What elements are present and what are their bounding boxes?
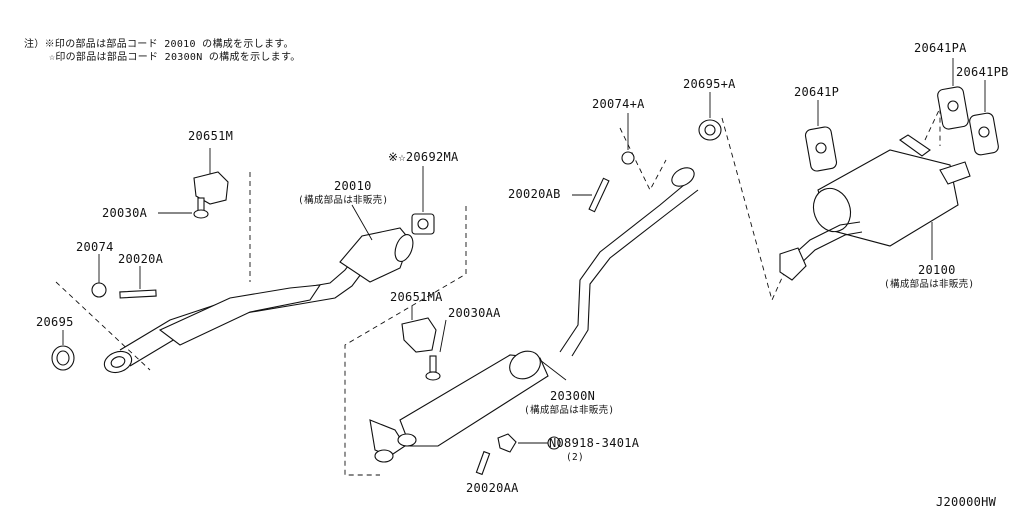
label-20300N-note: (構成部品は非販売): [524, 404, 614, 416]
stud-20020AA: [475, 450, 491, 476]
note-line-1: 注）※印の部品は部品コード 20010 の構成を示します。: [24, 37, 294, 50]
nut-20074A: [621, 113, 635, 165]
bolt-20030AA: [425, 319, 447, 381]
label-20010-note: (構成部品は非販売): [298, 194, 388, 206]
dashed-guide-20695A: [721, 117, 791, 302]
label-20641PA[interactable]: 20641PA: [914, 41, 967, 55]
gasket-20692MA: [411, 166, 435, 235]
stud-20020A: [119, 266, 157, 299]
nut-08918-3401A: [497, 433, 561, 453]
label-20692MA[interactable]: ※☆20692MA: [388, 150, 459, 164]
dashed-guide-20641PA: [924, 107, 941, 146]
main-muffler-assembly: [779, 134, 971, 281]
hanger-20641PB: [969, 80, 999, 156]
label-08918-qty: (2): [566, 452, 584, 463]
label-20100-note: (構成部品は非販売): [884, 278, 974, 290]
label-20020A[interactable]: 20020A: [118, 252, 164, 266]
label-20695[interactable]: 20695: [36, 315, 74, 329]
label-20641PB[interactable]: 20641PB: [956, 65, 1009, 79]
label-20100[interactable]: 20100: [918, 263, 956, 277]
label-20300N[interactable]: 20300N: [550, 389, 595, 403]
note-line-2: ☆印の部品は部品コード 20300N の構成を示します。: [49, 50, 301, 63]
center-muffler-assembly: [369, 167, 699, 463]
label-20651MA[interactable]: 20651MA: [390, 290, 443, 304]
label-08918-3401A[interactable]: N08918-3401A: [549, 436, 640, 450]
label-20030A[interactable]: 20030A: [102, 206, 148, 220]
front-exhaust-tube-with-catalyst: [103, 227, 414, 374]
label-20030AA[interactable]: 20030AA: [448, 306, 501, 320]
label-20074A[interactable]: 20074+A: [592, 97, 645, 111]
gasket-20695: [51, 330, 75, 371]
leader-20300N: [539, 359, 567, 381]
label-20695A[interactable]: 20695+A: [683, 77, 736, 91]
assembly-dashed-outline: [55, 172, 467, 476]
label-20651M[interactable]: 20651M: [188, 129, 233, 143]
bracket-20651MA: [401, 306, 437, 353]
hanger-20641PA: [937, 58, 969, 130]
bracket-20651M: [193, 148, 229, 205]
nut-20074: [91, 254, 107, 298]
label-20020AB[interactable]: 20020AB: [508, 187, 561, 201]
gasket-20695A: [698, 92, 722, 141]
label-20641P[interactable]: 20641P: [794, 85, 839, 99]
stud-20020AB: [572, 177, 610, 213]
label-20074[interactable]: 20074: [76, 240, 114, 254]
bolt-20030A: [158, 197, 209, 219]
label-20010[interactable]: 20010: [334, 179, 372, 193]
hanger-20641P: [804, 100, 838, 172]
leader-20010: [351, 204, 373, 241]
dashed-guide-20074A: [619, 127, 667, 191]
label-20020AA[interactable]: 20020AA: [466, 481, 519, 495]
diagram-code: J20000HW: [936, 495, 997, 509]
